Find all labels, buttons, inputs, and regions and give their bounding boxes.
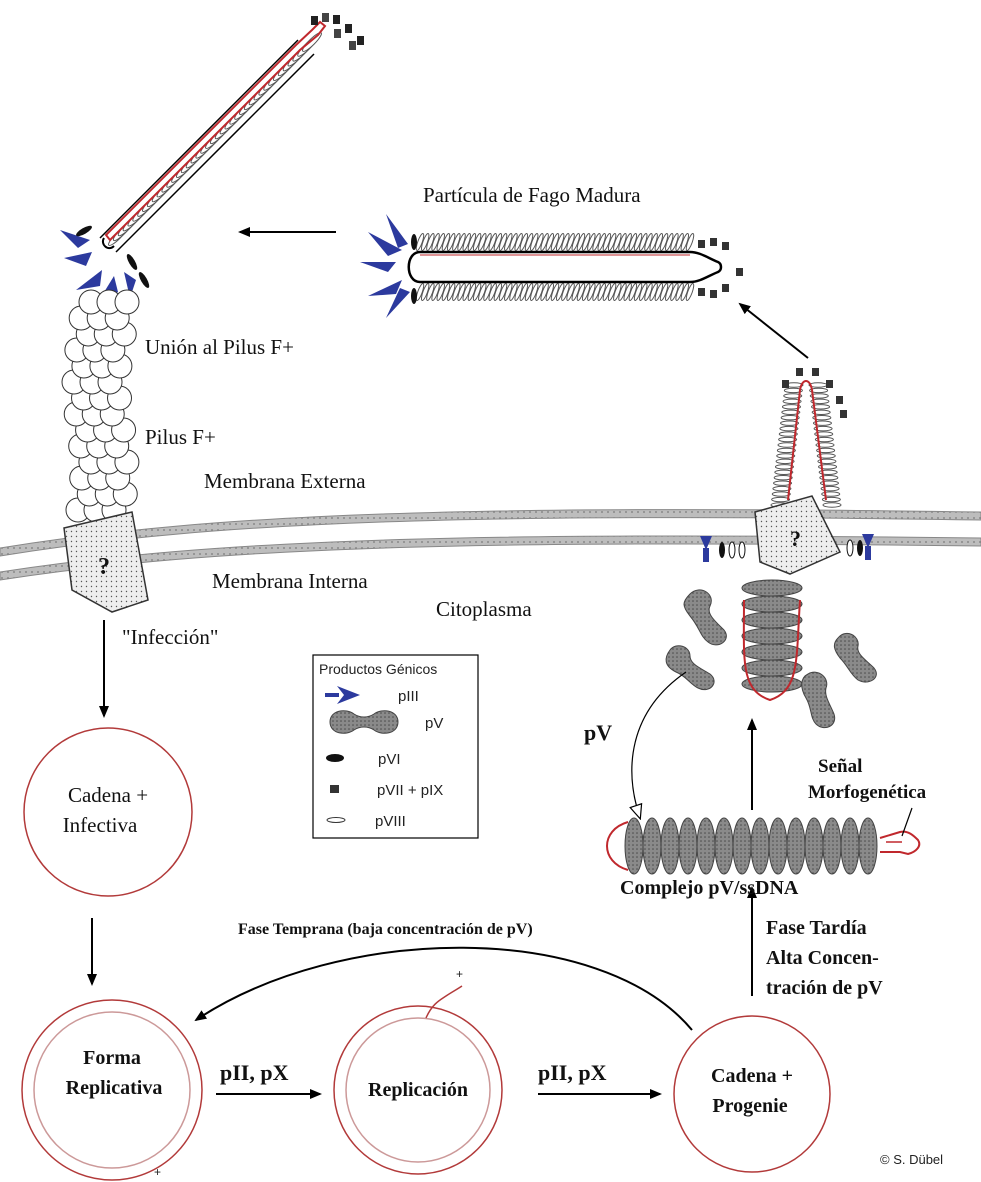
label-outer-membrane: Membrana Externa — [204, 469, 366, 493]
copyright: © S. Dübel — [880, 1152, 943, 1167]
pvii-pix-icon — [330, 785, 339, 793]
circle-infective-line1: Cadena + — [68, 783, 148, 807]
label-inner-membrane: Membrana Interna — [212, 569, 368, 593]
circle-replication-label: Replicación — [368, 1079, 468, 1101]
question-mark-right: ? — [790, 526, 801, 551]
label-late-1: Fase Tardía — [766, 917, 867, 939]
label-pilus: Pilus F+ — [145, 425, 216, 449]
label-complex: Complejo pV/ssDNA — [620, 877, 799, 899]
label-morpho-1: Señal — [818, 756, 862, 777]
legend-item-pv: pV — [330, 711, 443, 734]
circle-progeny-line1: Cadena + — [711, 1065, 793, 1087]
pvii-pix-caps — [311, 13, 364, 50]
label-early-phase: Fase Temprana (baja concentración de pV) — [238, 921, 533, 938]
pviii-icon — [327, 818, 345, 823]
mature-phage — [360, 214, 743, 318]
pviii-coat-coils — [100, 31, 323, 252]
label-late-3: tración de pV — [766, 977, 883, 999]
pilus-f-plus — [62, 290, 139, 522]
label-morpho-2: Morfogenética — [808, 782, 927, 803]
piii-heads-mature — [360, 214, 410, 318]
pviii-coat-coils-assembling — [771, 383, 841, 507]
circle-replicative-line2: Replicativa — [66, 1077, 163, 1099]
legend-label-pvi: pVI — [378, 751, 401, 768]
circle-progeny-strand — [674, 1016, 830, 1172]
circle-progeny-line2: Progenie — [712, 1095, 787, 1117]
mature-phage-dna — [409, 252, 721, 282]
legend-label-pv: pV — [425, 715, 443, 732]
label-cytoplasm: Citoplasma — [436, 597, 532, 621]
plus-mark-replicative: + — [154, 1165, 161, 1179]
plus-mark-replication: + — [456, 967, 463, 981]
circle-infective-strand — [24, 728, 192, 896]
channel-left: ? — [64, 512, 148, 612]
phage-attaching — [60, 13, 364, 302]
legend-label-piii: pIII — [398, 688, 419, 705]
label-mature-particle: Partícula de Fago Madura — [423, 183, 641, 207]
label-pilus-binding: Unión al Pilus F+ — [145, 335, 294, 359]
phage-dna-strand — [106, 22, 325, 240]
label-pii-px-1: pII, pX — [220, 1060, 289, 1085]
circle-replicative-line1: Forma — [83, 1047, 141, 1069]
legend-label-pviii: pVIII — [375, 813, 406, 830]
label-infection: "Infección" — [122, 625, 218, 649]
label-pv: pV — [584, 720, 612, 745]
complex-stack — [625, 818, 877, 874]
legend-title: Productos Génicos — [319, 661, 437, 677]
label-late-2: Alta Concen- — [766, 947, 879, 969]
legend-label-pvii-pix: pVII + pIX — [377, 782, 443, 799]
question-mark-left: ? — [98, 554, 110, 580]
pvi-icon — [326, 754, 344, 762]
arrow-pv-recycle — [632, 672, 686, 818]
legend: Productos Génicos pIII pV pVI pVII + pIX… — [313, 655, 478, 838]
circle-infective-line2: Infectiva — [63, 813, 138, 837]
pv-ssdna-complex — [607, 808, 919, 874]
arrow-to-mature — [740, 304, 808, 358]
label-pii-px-2: pII, pX — [538, 1060, 607, 1085]
